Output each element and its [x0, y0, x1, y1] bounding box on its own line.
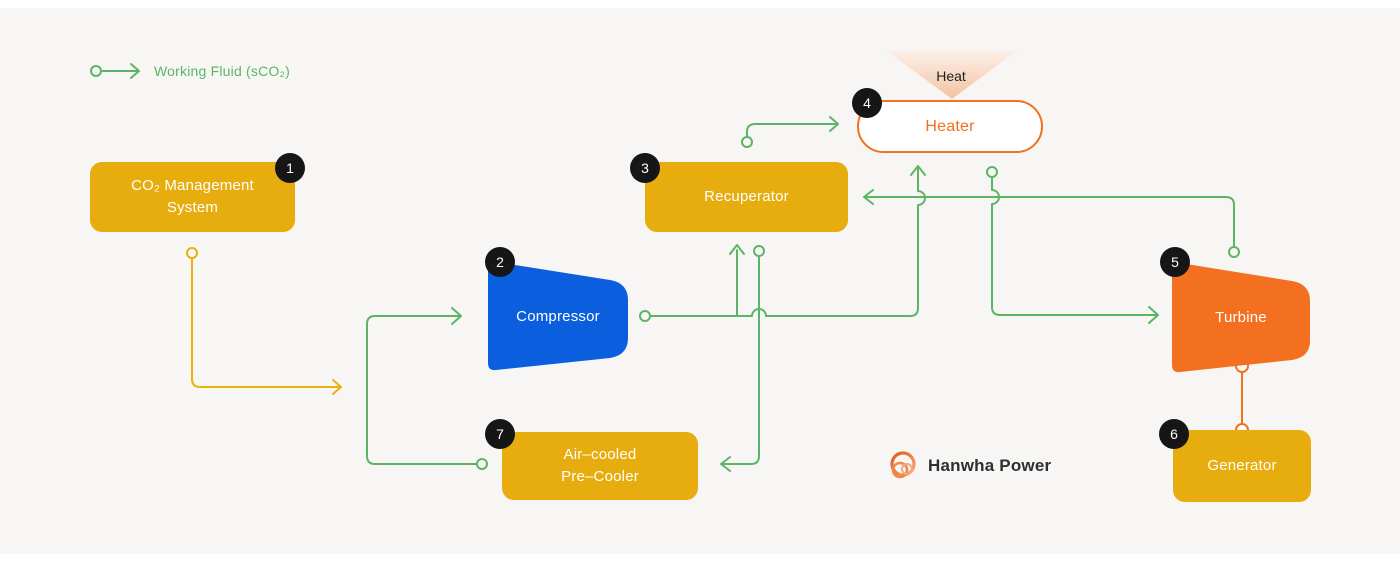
compressor-label: Compressor [516, 307, 600, 325]
badge-7: 7 [485, 419, 515, 449]
recuperator-label: Recuperator [704, 188, 789, 205]
node-recuperator: Recuperator [645, 162, 848, 232]
branch-to-recuperator-line [729, 244, 745, 317]
badge-6: 6 [1159, 419, 1189, 449]
precooler-label-line1: Air–cooled [563, 446, 637, 463]
heater-to-turbine-line [991, 177, 1159, 324]
heater-outlet-circle [986, 166, 998, 178]
hanwha-logo-icon [890, 451, 916, 479]
heat-input-triangle [885, 50, 1018, 99]
node-co2-management-system: CO₂ Management System [90, 162, 295, 232]
compressor-shape [488, 262, 628, 371]
recuperator-bottom-outlet-circle [753, 245, 765, 257]
heat-label: Heat [936, 68, 966, 84]
precooler-to-compressor-line [366, 307, 477, 465]
node-generator: Generator [1173, 430, 1311, 502]
hanwha-logo-wordmark: Hanwha Power [928, 456, 1052, 475]
badge-5: 5 [1160, 247, 1190, 277]
turbine-shape [1172, 262, 1310, 373]
node-air-cooled-pre-cooler: Air–cooled Pre–Cooler [502, 432, 698, 500]
recuperator-top-outlet-circle [741, 136, 753, 148]
legend-arrow [101, 63, 140, 79]
bottom-margin [0, 554, 1400, 562]
badge-3: 3 [630, 153, 660, 183]
precooler-label-line2: Pre–Cooler [561, 468, 639, 485]
turbine-label: Turbine [1215, 308, 1267, 326]
turbine-outlet-circle [1228, 246, 1240, 258]
heater-label: Heater [925, 117, 975, 135]
legend-label: Working Fluid (sCO₂) [154, 63, 290, 79]
co2-management-label-line2: System [166, 199, 219, 216]
hanwha-power-logo: Hanwha Power [886, 448, 1051, 484]
co2-management-label-line1: CO₂ Management [131, 177, 254, 194]
recuperator-to-heater-line [746, 116, 839, 137]
recuperator-to-precooler-line [720, 256, 760, 472]
co2-system-outlet-circle [186, 247, 198, 259]
compressor-outlet-circle [639, 310, 651, 322]
badge-1: 1 [275, 153, 305, 183]
node-heater: Heater [857, 100, 1043, 153]
legend-node-circle [90, 65, 102, 77]
turbine-to-recuperator-line [863, 189, 1235, 247]
badge-2: 2 [485, 247, 515, 277]
badge-4: 4 [852, 88, 882, 118]
generator-label: Generator [1207, 457, 1277, 474]
co2-supply-line [191, 258, 342, 395]
precooler-outlet-circle [476, 458, 488, 470]
top-margin [0, 0, 1400, 8]
